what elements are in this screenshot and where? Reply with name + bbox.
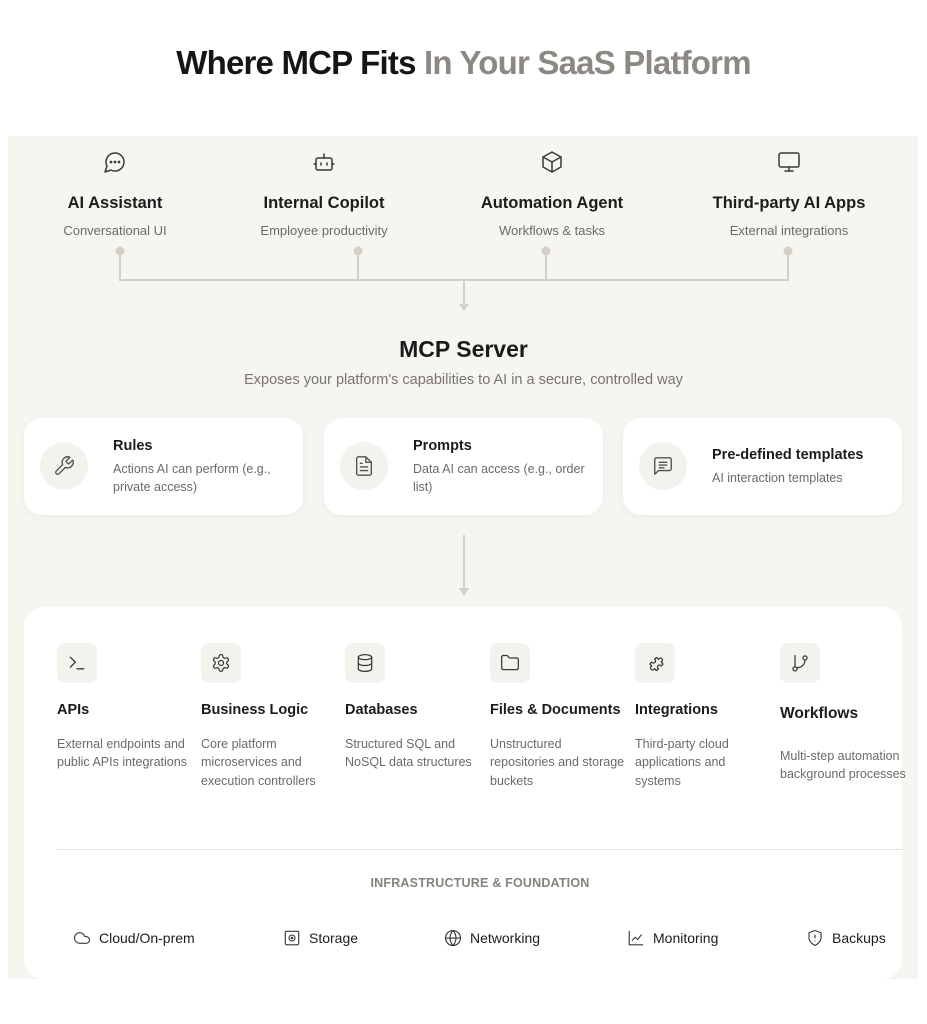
capability-title: Rules	[113, 438, 153, 454]
resource-name: APIs	[57, 702, 90, 718]
capability-description: Data AI can access (e.g., order list)	[413, 462, 585, 494]
wrench-icon	[55, 456, 74, 475]
resource-integrations: Integrations Third-party cloud applicati…	[635, 643, 770, 790]
infra-label: Cloud/On-prem	[99, 930, 195, 946]
title-secondary: In Your SaaS Platform	[424, 44, 752, 81]
client-third-party-ai-apps: Third-party AI Apps External integration…	[679, 150, 899, 238]
infra-label: Storage	[309, 930, 359, 946]
capability-title: Pre-defined templates	[712, 447, 864, 463]
resource-description: Multi-step automation background process…	[780, 749, 906, 782]
capability-description: AI interaction templates	[712, 471, 843, 485]
infra-item-networking: Networking	[444, 929, 540, 947]
resource-name: Files & Documents	[490, 702, 621, 718]
resource-icon-wrap	[780, 643, 820, 683]
cube-icon	[542, 151, 562, 173]
folder-icon	[501, 654, 519, 671]
resource-description: Unstructured repositories and storage bu…	[490, 737, 625, 788]
client-name: Third-party AI Apps	[712, 194, 866, 212]
client-connector	[115, 246, 793, 311]
infra-item-cloud: Cloud/On-prem	[73, 929, 195, 947]
document-icon	[355, 456, 373, 476]
resource-workflows: Workflows Multi-step automation backgrou…	[780, 643, 915, 784]
message-square-icon	[654, 457, 672, 475]
capability-card-templates: Pre-defined templates AI interaction tem…	[623, 418, 902, 515]
resource-name: Workflows	[780, 705, 859, 722]
database-icon	[357, 654, 373, 672]
storage-icon	[284, 930, 300, 946]
capability-card-prompts: Prompts Data AI can access (e.g., order …	[324, 418, 603, 515]
page-title: Where MCP Fits In Your SaaS Platform	[0, 44, 927, 82]
client-automation-agent: Automation Agent Workflows & tasks	[442, 150, 662, 238]
client-name: Internal Copilot	[263, 194, 385, 212]
client-name: Automation Agent	[480, 194, 624, 212]
chart-line-icon	[628, 930, 644, 946]
capability-description: Actions AI can perform (e.g., private ac…	[113, 462, 271, 494]
cloud-icon	[73, 932, 90, 944]
server-to-resources-arrow	[459, 535, 469, 596]
capability-icon-wrap	[40, 442, 88, 490]
resources-panel	[24, 607, 902, 979]
git-branch-icon	[792, 654, 808, 672]
resource-description: Structured SQL and NoSQL data structures	[345, 737, 472, 770]
resource-description: External endpoints and public APIs integ…	[57, 737, 187, 770]
infra-label: Networking	[470, 930, 541, 946]
infra-item-storage: Storage	[283, 929, 358, 947]
globe-icon	[444, 929, 462, 947]
resource-icon-wrap	[201, 643, 241, 683]
resource-icon-wrap	[490, 643, 530, 683]
server-subtitle: Exposes your platform's capabilities to …	[244, 372, 683, 388]
resource-databases: Databases Structured SQL and NoSQL data …	[345, 643, 480, 772]
resource-icon-wrap	[57, 643, 97, 683]
client-description: Conversational UI	[63, 223, 167, 238]
resource-name: Integrations	[635, 702, 718, 718]
server-title: MCP Server	[399, 336, 528, 362]
client-description: Employee productivity	[260, 223, 388, 238]
resource-icon-wrap	[345, 643, 385, 683]
client-internal-copilot: Internal Copilot Employee productivity	[214, 150, 434, 238]
client-description: External integrations	[729, 223, 849, 238]
client-ai-assistant: AI Assistant Conversational UI	[5, 150, 225, 238]
gear-icon	[212, 654, 230, 672]
resource-files-documents: Files & Documents Unstructured repositor…	[490, 643, 625, 790]
client-description: Workflows & tasks	[499, 223, 605, 238]
capability-icon-wrap	[340, 442, 388, 490]
shield-icon	[808, 929, 822, 947]
infrastructure-title: INFRASTRUCTURE & FOUNDATION	[370, 876, 590, 890]
capability-icon-wrap	[639, 442, 687, 490]
infra-label: Backups	[832, 930, 886, 946]
infra-item-monitoring: Monitoring	[627, 929, 718, 947]
terminal-icon	[69, 656, 85, 670]
resource-business-logic: Business Logic Core platform microservic…	[201, 643, 336, 790]
robot-icon	[313, 153, 335, 171]
infra-label: Monitoring	[653, 930, 719, 946]
chat-bubble-icon	[104, 152, 125, 173]
resource-icon-wrap	[635, 643, 675, 683]
resource-name: Business Logic	[201, 702, 309, 718]
infra-item-backups: Backups	[806, 929, 886, 947]
capability-title: Prompts	[413, 438, 472, 454]
puzzle-icon	[649, 657, 664, 671]
resource-apis: APIs External endpoints and public APIs …	[57, 643, 192, 772]
resource-description: Third-party cloud applications and syste…	[635, 737, 729, 788]
resource-name: Databases	[345, 702, 418, 718]
capability-card-rules: Rules Actions AI can perform (e.g., priv…	[24, 418, 303, 515]
monitor-icon	[778, 152, 800, 172]
resource-description: Core platform microservices and executio…	[201, 737, 316, 788]
title-primary: Where MCP Fits	[176, 44, 416, 81]
infrastructure-divider	[57, 849, 903, 850]
client-name: AI Assistant	[67, 194, 163, 212]
